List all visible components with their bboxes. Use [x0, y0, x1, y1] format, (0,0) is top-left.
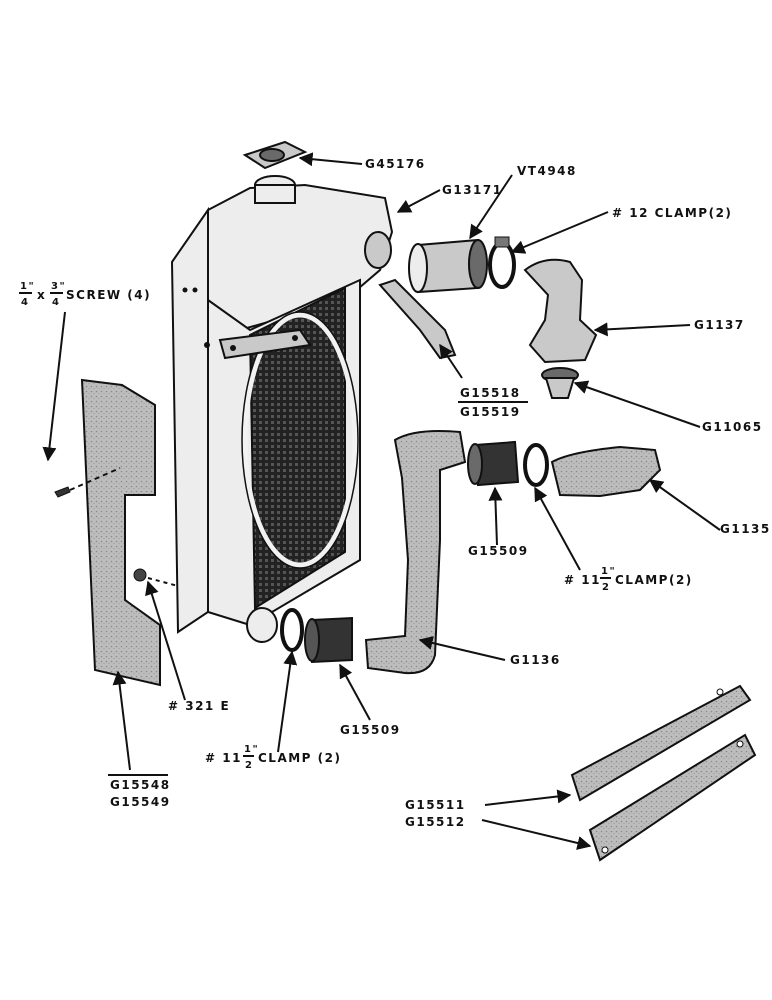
label-clamp-low-den: 2	[245, 760, 253, 771]
upper-clamp	[488, 236, 516, 289]
labels: G45176 G13171 VT4948 # 12 CLAMP(2) G1137…	[19, 157, 771, 829]
label-g15518: G15518	[460, 386, 521, 400]
label-screw-text: SCREW (4)	[66, 288, 151, 302]
label-vt4948: VT4948	[517, 164, 577, 178]
screw	[54, 486, 71, 498]
label-screw-frac2-den: 4	[52, 297, 60, 308]
label-screw-frac1-den: 4	[21, 297, 29, 308]
leader-lines	[42, 152, 721, 850]
upper-outlet	[364, 231, 392, 269]
label-clamp-mid-text: CLAMP(2)	[615, 573, 693, 587]
thermostat	[541, 367, 579, 399]
label-g15509-mid: G15509	[468, 544, 529, 558]
label-clamp-low-text: CLAMP (2)	[258, 751, 341, 765]
lower-outlet	[246, 607, 278, 643]
radiator-cap	[242, 140, 308, 170]
label-g15512: G15512	[405, 815, 466, 829]
mounting-bar-lower	[588, 733, 757, 862]
label-g15519: G15519	[460, 405, 521, 419]
label-g15509-low: G15509	[340, 723, 401, 737]
upper-hose	[408, 238, 488, 294]
label-g15511: G15511	[405, 798, 466, 812]
fan-shroud-panel	[80, 378, 161, 687]
label-clamp-mid-prefix: # 11	[564, 573, 601, 587]
label-g1137: G1137	[694, 318, 745, 332]
label-g1136: G1136	[510, 653, 561, 667]
label-g15548: G15548	[110, 778, 171, 792]
lower-hose	[304, 616, 353, 664]
lower-elbow	[550, 445, 662, 498]
label-clamp-mid-den: 2	[602, 582, 610, 593]
mounting-bar-upper	[570, 684, 752, 802]
label-clamp-low-num: 1"	[244, 744, 259, 755]
label-g15549: G15549	[110, 795, 171, 809]
radiator	[170, 175, 394, 643]
label-screw-frac2-num: 3"	[51, 281, 66, 292]
label-clamp-low-prefix: # 11	[205, 751, 242, 765]
mid-clamp	[523, 443, 549, 487]
label-g11065: G11065	[702, 420, 763, 434]
label-g13171: G13171	[442, 183, 503, 197]
mid-hose	[467, 440, 520, 487]
label-g1135: G1135	[720, 522, 771, 536]
label-screw-x: x	[37, 288, 46, 302]
label-g45176: G45176	[365, 157, 426, 171]
fastener-321e	[133, 568, 147, 582]
fan-shroud-ring	[242, 312, 358, 568]
label-321e: # 321 E	[168, 699, 230, 713]
label-clamp-12: # 12 CLAMP(2)	[612, 206, 732, 220]
upper-elbow	[523, 258, 598, 364]
label-screw-frac1-num: 1"	[20, 281, 35, 292]
lower-pipe	[364, 430, 467, 675]
lower-clamp	[280, 608, 304, 652]
brace-rod	[378, 278, 457, 360]
label-clamp-mid-num: 1"	[601, 566, 616, 577]
